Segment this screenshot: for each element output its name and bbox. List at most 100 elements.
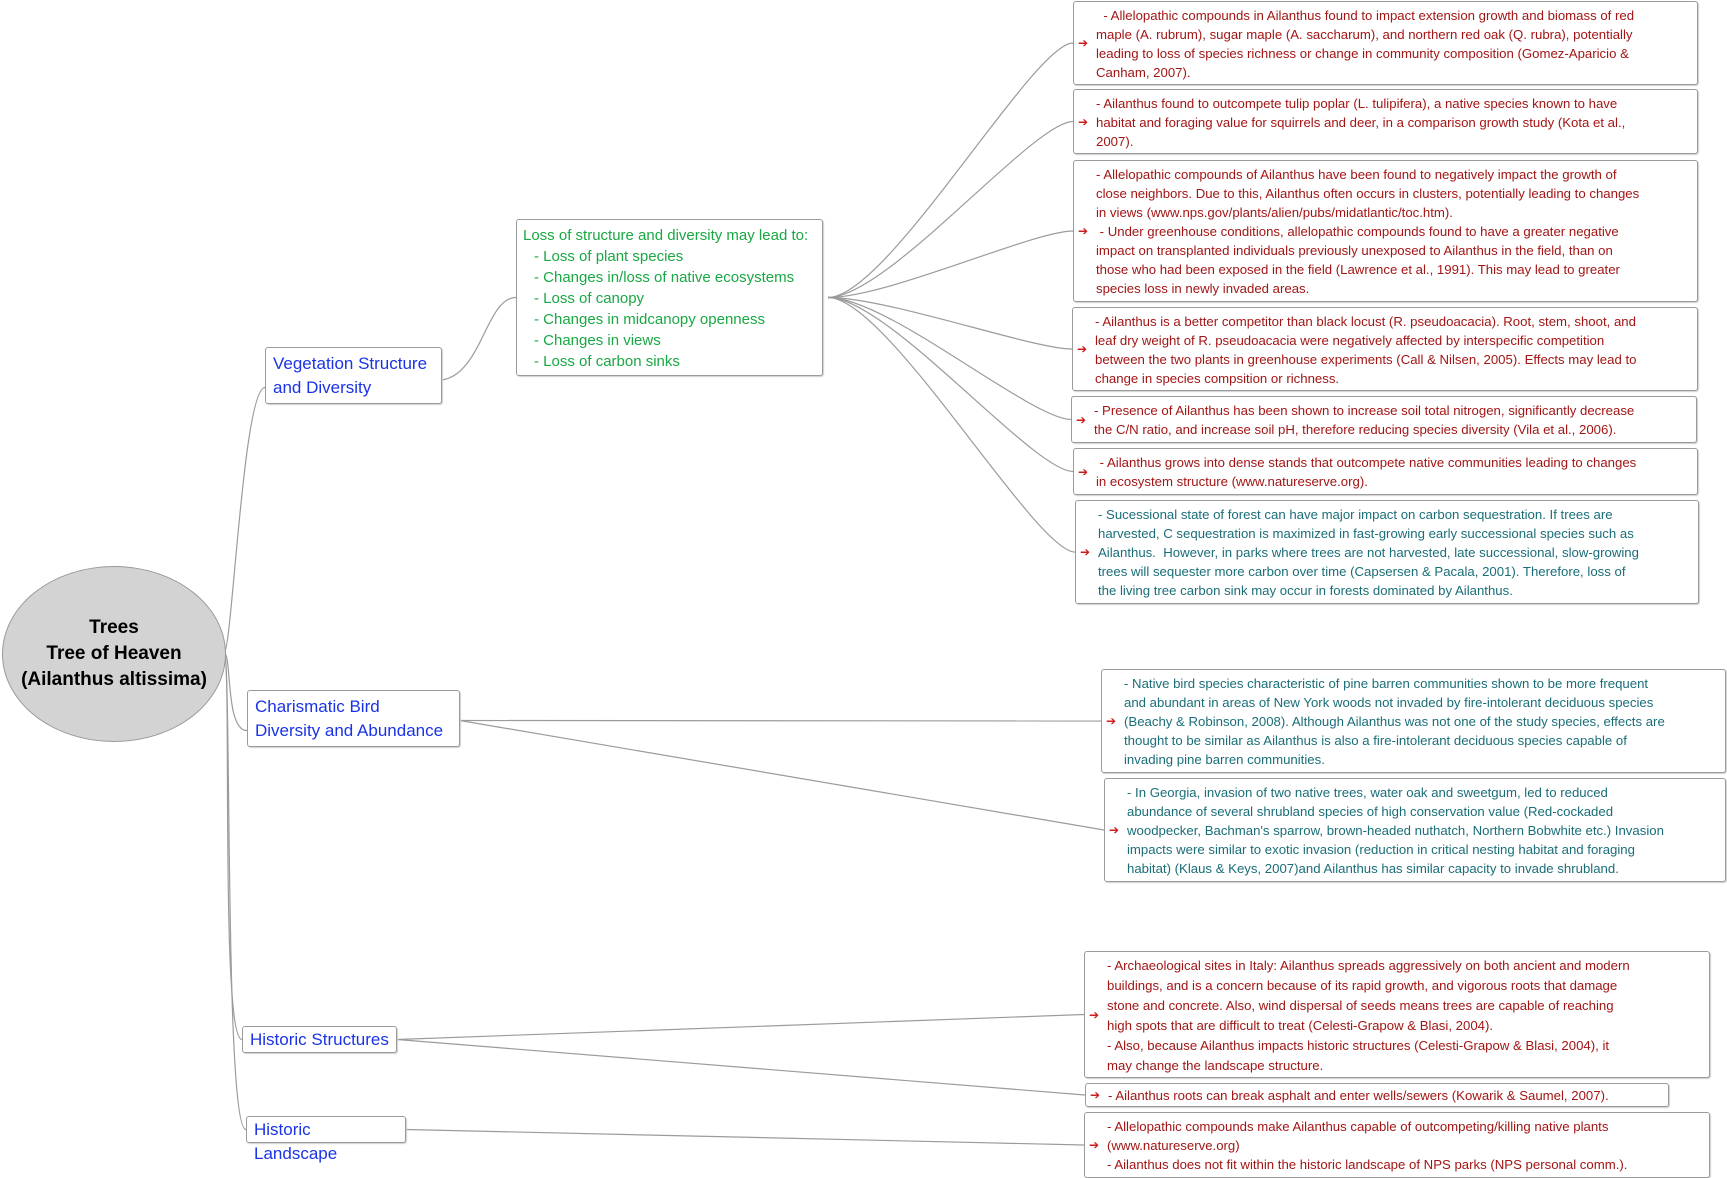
- note-line: the C/N ratio, and increase soil pH, the…: [1094, 422, 1617, 437]
- note-line: thought to be similar as Ailanthus is al…: [1124, 733, 1627, 748]
- note-line: those who had been exposed in the field …: [1096, 262, 1620, 277]
- summary-item: - Loss of plant species: [534, 248, 684, 265]
- connector-root-birds: [223, 652, 248, 732]
- root-title-line-3: (Ailanthus altissima): [21, 669, 207, 690]
- branch-label-line: Charismatic Bird: [255, 697, 380, 716]
- note-line: - Archaeological sites in Italy: Ailanth…: [1107, 958, 1630, 973]
- note-line: - Native bird species characteristic of …: [1124, 676, 1649, 691]
- arrow-right-icon: ➔: [1089, 1007, 1100, 1022]
- branch-historic-landscape[interactable]: Historic Landscape: [246, 1116, 406, 1163]
- connector-summary-note-5: [827, 296, 1072, 421]
- note-line: - Ailanthus found to outcompete tulip po…: [1096, 96, 1618, 111]
- note-line: - Allelopathic compounds in Ailanthus fo…: [1096, 8, 1635, 23]
- connector-vegetation-summary: [441, 296, 517, 381]
- note-line: leaf dry weight of R. pseudoacacia were …: [1095, 333, 1605, 348]
- root-title-line-1: Trees: [89, 617, 139, 638]
- arrow-right-icon: ➔: [1089, 1138, 1100, 1152]
- branch-label-line: and Diversity: [273, 378, 372, 397]
- note-line: - Sucessional state of forest can have m…: [1098, 507, 1613, 522]
- root-topic[interactable]: Trees Tree of Heaven (Ailanthus altissim…: [2, 566, 226, 742]
- note-line: - Under greenhouse conditions, allelopat…: [1096, 224, 1619, 239]
- connector-root-vegetation: [223, 386, 266, 654]
- arrow-right-icon: ➔: [1078, 114, 1089, 129]
- summary-item: - Changes in midcanopy openness: [534, 311, 765, 328]
- note-vegetation-7[interactable]: ➔ - Sucessional state of forest can have…: [1075, 500, 1699, 604]
- note-vegetation-4[interactable]: ➔ - Ailanthus is a better competitor tha…: [1072, 307, 1698, 391]
- note-line: - Also, because Ailanthus impacts histor…: [1107, 1038, 1610, 1053]
- note-line: and abundant in areas of New York woods …: [1124, 695, 1654, 710]
- note-line: impacts were similar to exotic invasion …: [1127, 842, 1635, 857]
- note-line: - Allelopathic compounds make Ailanthus …: [1107, 1119, 1609, 1134]
- summary-heading: Loss of structure and diversity may lead…: [523, 227, 809, 244]
- root-title-line-2: Tree of Heaven: [46, 643, 182, 664]
- summary-item: - Changes in/loss of native ecosystems: [534, 269, 795, 286]
- note-line: - Presence of Ailanthus has been shown t…: [1094, 403, 1635, 418]
- summary-item: - Changes in views: [534, 332, 661, 349]
- arrow-right-icon: ➔: [1106, 714, 1117, 728]
- note-birds-1[interactable]: ➔ - Native bird species characteristic o…: [1101, 669, 1726, 773]
- note-vegetation-5[interactable]: ➔ - Presence of Ailanthus has been shown…: [1071, 396, 1697, 443]
- branch-label-line: Diversity and Abundance: [255, 721, 444, 740]
- connector-summary-note-6: [827, 296, 1074, 473]
- branch-label-line: Vegetation Structure: [273, 354, 428, 373]
- branch-charismatic-bird[interactable]: Charismatic Bird Diversity and Abundance: [247, 690, 460, 747]
- note-line: - In Georgia, invasion of two native tre…: [1127, 785, 1608, 800]
- note-line: - Ailanthus does not fit within the hist…: [1107, 1157, 1628, 1172]
- note-vegetation-2[interactable]: ➔ - Ailanthus found to outcompete tulip …: [1073, 89, 1698, 154]
- note-vegetation-3[interactable]: ➔ - Allelopathic compounds of Ailanthus …: [1073, 160, 1698, 302]
- note-line: Ailanthus. However, in parks where trees…: [1098, 545, 1639, 560]
- connector-summary-note-4: [827, 296, 1073, 350]
- connector-birds-note-1: [459, 719, 1102, 722]
- connector-root-landscape: [223, 652, 247, 1131]
- note-vegetation-6[interactable]: ➔ - Ailanthus grows into dense stands th…: [1073, 448, 1698, 495]
- note-line: change in species compsition or richness…: [1095, 371, 1340, 386]
- note-line: - Allelopathic compounds of Ailanthus ha…: [1096, 167, 1617, 182]
- connector-landscape-note-1: [405, 1128, 1085, 1146]
- note-line: maple (A. rubrum), sugar maple (A. sacch…: [1096, 27, 1633, 42]
- note-line: invading pine barren communities.: [1124, 752, 1325, 767]
- note-line: in views (www.nps.gov/plants/alien/pubs/…: [1096, 205, 1453, 220]
- note-birds-2[interactable]: ➔ - In Georgia, invasion of two native t…: [1104, 778, 1726, 882]
- note-structures-2[interactable]: ➔ - Ailanthus roots can break asphalt an…: [1085, 1083, 1669, 1107]
- connector-birds-note-2: [459, 719, 1105, 831]
- note-line: woodpecker, Bachman's sparrow, brown-hea…: [1127, 823, 1664, 838]
- note-line: - Ailanthus grows into dense stands that…: [1096, 455, 1637, 470]
- note-line: in ecosystem structure (www.natureserve.…: [1096, 474, 1368, 489]
- arrow-right-icon: ➔: [1080, 545, 1091, 559]
- note-line: (Beachy & Robinson, 2008). Although Aila…: [1124, 714, 1665, 729]
- note-line: 2007).: [1096, 134, 1134, 149]
- note-line: between the two plants in greenhouse exp…: [1095, 352, 1637, 367]
- connector-summary-note-7: [827, 296, 1076, 553]
- note-line: trees will sequester more carbon over ti…: [1098, 564, 1626, 579]
- note-line: leading to loss of species richness or c…: [1096, 46, 1629, 61]
- connector-structures-note-1: [396, 1013, 1085, 1041]
- note-line: habitat and foraging value for squirrels…: [1096, 115, 1626, 130]
- connector-summary-note-1: [827, 42, 1074, 299]
- branch-historic-structures[interactable]: Historic Structures: [242, 1026, 397, 1053]
- branch-label-line: Historic Structures: [250, 1030, 389, 1049]
- note-vegetation-1[interactable]: ➔ - Allelopathic compounds in Ailanthus …: [1073, 1, 1698, 85]
- note-line: buildings, and is a concern because of i…: [1107, 978, 1618, 993]
- branch-label-line: Historic Landscape: [254, 1120, 338, 1163]
- note-line: high spots that are difficult to treat (…: [1107, 1018, 1494, 1033]
- arrow-right-icon: ➔: [1078, 36, 1089, 50]
- note-landscape-1[interactable]: ➔ - Allelopathic compounds make Ailanthu…: [1084, 1112, 1710, 1178]
- note-line: stone and concrete. Also, wind dispersal…: [1107, 998, 1614, 1013]
- arrow-right-icon: ➔: [1078, 224, 1089, 238]
- connector-summary-note-3: [827, 230, 1074, 299]
- note-line: (www.natureserve.org): [1107, 1138, 1240, 1153]
- arrow-right-icon: ➔: [1076, 412, 1087, 427]
- summary-loss-of-structure[interactable]: Loss of structure and diversity may lead…: [516, 219, 823, 376]
- note-line: - Ailanthus is a better competitor than …: [1095, 314, 1636, 329]
- note-line: abundance of several shrubland species o…: [1127, 804, 1614, 819]
- note-line: harvested, C sequestration is maximized …: [1098, 526, 1634, 541]
- branch-vegetation-structure[interactable]: Vegetation Structure and Diversity: [265, 347, 442, 404]
- connector-structures-note-2: [396, 1038, 1086, 1096]
- note-line: impact on transplanted individuals previ…: [1096, 243, 1613, 258]
- note-line: close neighbors. Due to this, Ailanthus …: [1096, 186, 1640, 201]
- note-line: the living tree carbon sink may occur in…: [1098, 583, 1513, 598]
- note-structures-1[interactable]: ➔ - Archaeological sites in Italy: Ailan…: [1084, 951, 1710, 1078]
- summary-item: - Loss of carbon sinks: [534, 353, 680, 370]
- summary-item: - Loss of canopy: [534, 290, 645, 307]
